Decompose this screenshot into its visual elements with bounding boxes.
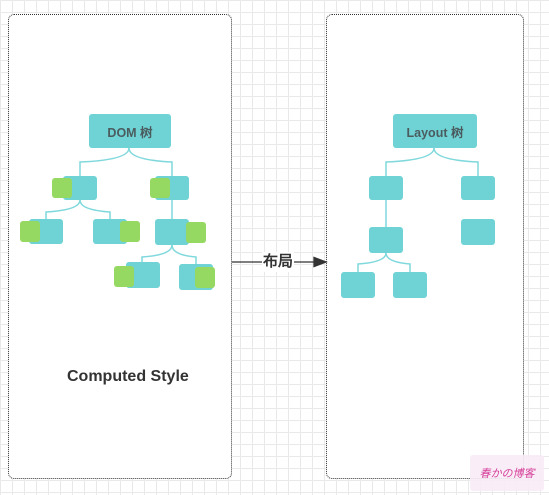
- computed-style-chip: [52, 178, 72, 198]
- layout-node: [461, 176, 495, 200]
- dom-tree-panel: [8, 14, 232, 479]
- dom-node: [155, 219, 189, 245]
- layout-node: [341, 272, 375, 298]
- layout-tree-root-node: Layout 树: [393, 114, 477, 148]
- layout-node: [369, 227, 403, 253]
- computed-style-chip: [186, 222, 206, 243]
- layout-arrow-label: 布局: [262, 252, 295, 272]
- computed-style-chip: [120, 221, 140, 242]
- watermark-text: 春かの博客: [479, 467, 535, 480]
- dom-tree-root-label: DOM 树: [107, 125, 153, 140]
- layout-tree-panel: [326, 14, 524, 479]
- computed-style-chip: [195, 267, 215, 288]
- computed-style-caption: Computed Style: [67, 368, 189, 385]
- computed-style-chip: [114, 266, 134, 287]
- layout-tree-root-label: Layout 树: [406, 125, 464, 140]
- layout-node: [461, 219, 495, 245]
- dom-tree-root-node: DOM 树: [89, 114, 171, 148]
- layout-node: [369, 176, 403, 200]
- computed-style-chip: [150, 178, 170, 198]
- layout-node: [393, 272, 427, 298]
- computed-style-chip: [20, 221, 40, 242]
- watermark-logo: 春かの博客: [470, 455, 544, 491]
